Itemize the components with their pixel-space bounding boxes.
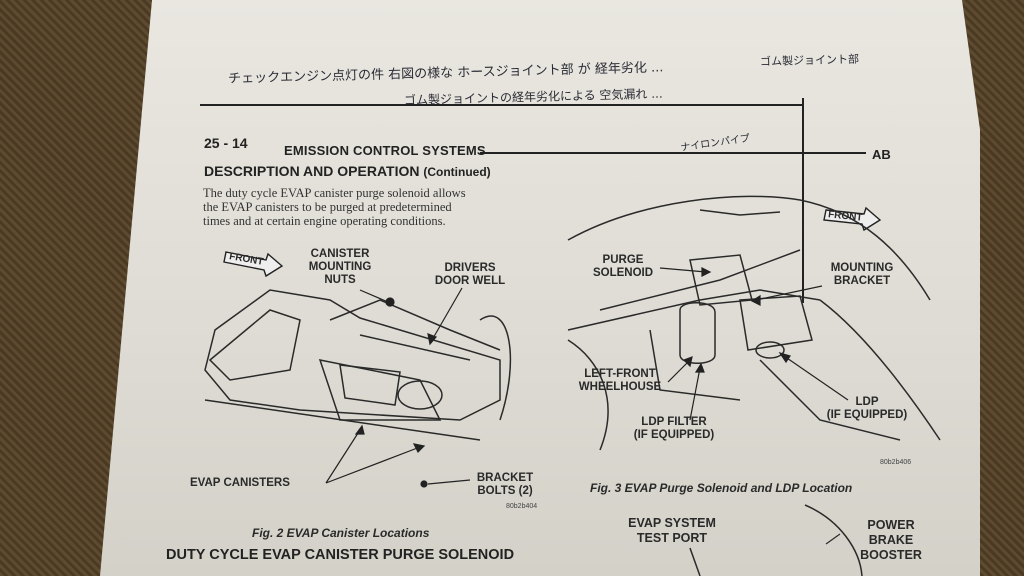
fig3-caption: Fig. 3 EVAP Purge Solenoid and LDP Locat… bbox=[590, 481, 853, 495]
label-line: DOOR WELL bbox=[434, 275, 506, 287]
description-heading: DESCRIPTION AND OPERATION (Continued) bbox=[204, 163, 491, 179]
description-paragraph: The duty cycle EVAP canister purge solen… bbox=[203, 186, 553, 228]
top-rule bbox=[200, 104, 804, 106]
label-line: MOUNTING bbox=[830, 262, 894, 274]
evap-canisters-label: EVAP CANISTERS bbox=[190, 477, 290, 489]
ldp-filter-label: LDP FILTER (IF EQUIPPED) bbox=[624, 416, 724, 442]
bracket-bolts-label: BRACKET BOLTS (2) bbox=[470, 472, 540, 498]
section-title: EMISSION CONTROL SYSTEMS bbox=[284, 143, 486, 158]
heading-continued: (Continued) bbox=[423, 165, 491, 179]
label-line: LDP FILTER bbox=[641, 416, 707, 428]
paragraph-line: times and at certain engine operating co… bbox=[203, 214, 446, 228]
fig3-code: 80b2b406 bbox=[880, 459, 912, 466]
label-line: DRIVERS bbox=[444, 262, 496, 274]
manual-page bbox=[100, 0, 980, 576]
paragraph-line: The duty cycle EVAP canister purge solen… bbox=[203, 186, 466, 200]
page-number: 25 - 14 bbox=[204, 135, 248, 151]
header-rule-left bbox=[480, 152, 866, 154]
left-front-wheelhouse-label: LEFT-FRONT WHEELHOUSE bbox=[570, 368, 670, 394]
label-line: BOOSTER bbox=[860, 548, 922, 562]
paragraph-line: the EVAP canisters to be purged at prede… bbox=[203, 200, 452, 214]
fig2-leaders bbox=[325, 287, 471, 488]
label-line: (IF EQUIPPED) bbox=[826, 409, 908, 421]
label-line: BRAKE bbox=[868, 533, 914, 547]
fig2-caption: Fig. 2 EVAP Canister Locations bbox=[252, 526, 430, 540]
fig3-engine-bay bbox=[567, 195, 941, 451]
label-line: PURGE bbox=[602, 254, 644, 266]
fig2-front-arrow-icon bbox=[223, 251, 284, 278]
purge-solenoid-label: PURGE SOLENOID bbox=[588, 254, 658, 280]
mounting-bracket-label: MOUNTING BRACKET bbox=[822, 262, 902, 288]
label-line: POWER bbox=[867, 518, 915, 532]
label-line: BRACKET bbox=[476, 472, 534, 484]
fig2-code: 80b2b404 bbox=[506, 503, 538, 510]
heading-text: DESCRIPTION AND OPERATION bbox=[204, 163, 420, 179]
label-line: SOLENOID bbox=[592, 267, 654, 279]
bottom-diagram bbox=[689, 504, 863, 576]
label-line: BOLTS (2) bbox=[477, 485, 533, 497]
canister-mounting-nuts-label: CANISTER MOUNTING NUTS bbox=[300, 248, 380, 287]
fig2-car-body bbox=[204, 289, 512, 441]
label-line: (IF EQUIPPED) bbox=[633, 429, 715, 441]
label-line: EVAP SYSTEM bbox=[628, 516, 716, 530]
ldp-label: LDP (IF EQUIPPED) bbox=[812, 396, 922, 422]
label-line: NUTS bbox=[324, 274, 356, 286]
power-brake-booster-label: POWER BRAKE BOOSTER bbox=[856, 518, 926, 563]
label-line: LEFT-FRONT bbox=[584, 368, 656, 380]
evap-test-port-label: EVAP SYSTEM TEST PORT bbox=[624, 516, 720, 546]
fig3-leaders bbox=[659, 267, 849, 421]
label-line: TEST PORT bbox=[636, 531, 708, 545]
duty-cycle-heading: DUTY CYCLE EVAP CANISTER PURGE SOLENOID bbox=[166, 547, 515, 563]
label-line: CANISTER bbox=[310, 248, 370, 260]
label-line: MOUNTING bbox=[308, 261, 372, 273]
label-line: BRACKET bbox=[833, 275, 891, 287]
manual-code: AB bbox=[872, 147, 891, 162]
label-line: LDP bbox=[855, 396, 879, 408]
label-line: WHEELHOUSE bbox=[578, 381, 662, 393]
drivers-door-well-label: DRIVERS DOOR WELL bbox=[428, 262, 512, 288]
